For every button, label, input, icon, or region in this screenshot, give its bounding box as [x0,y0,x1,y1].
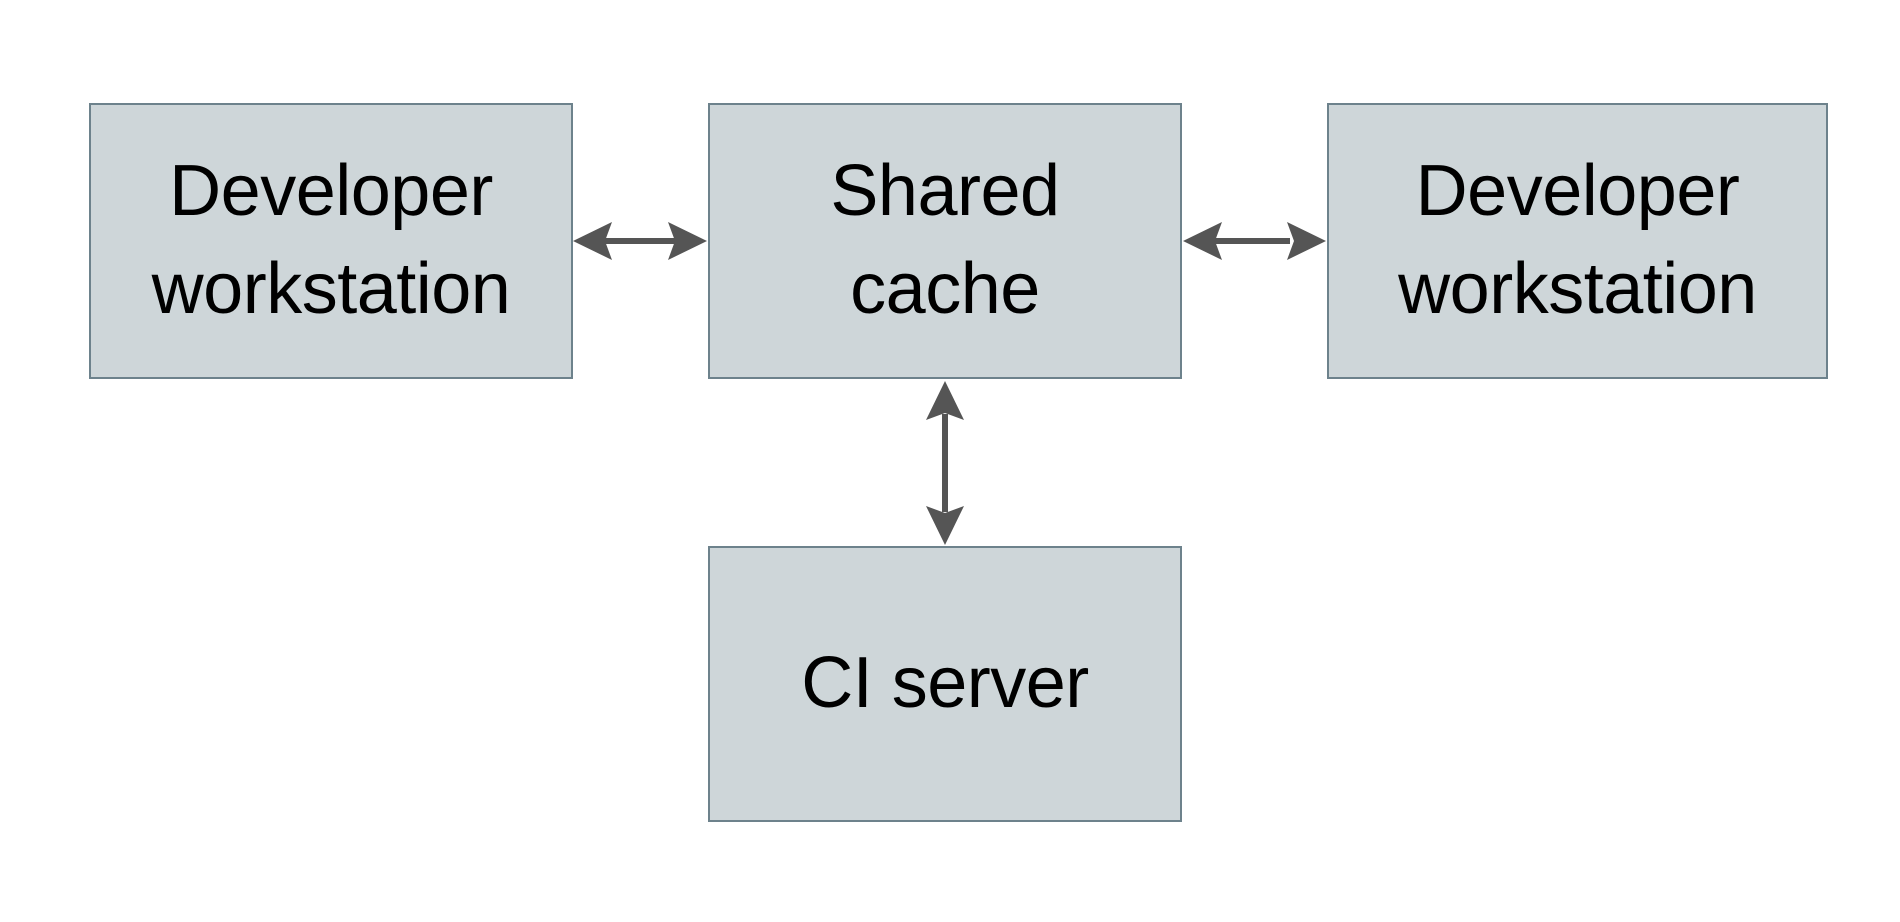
node-developer-workstation-right[interactable]: Developer workstation [1327,103,1828,379]
node-label-developer-workstation-right: Developer workstation [1398,151,1757,329]
node-label-shared-cache: Shared cache [830,151,1060,329]
node-label-developer-workstation-left: Developer workstation [151,151,511,329]
node-label-ci-server: CI server [801,643,1089,724]
node-developer-workstation-left[interactable]: Developer workstation [89,103,573,379]
edge-cache-dev-right [1183,222,1326,260]
node-ci-server[interactable]: CI server [708,546,1182,822]
edge-ci-cache [926,381,964,545]
node-shared-cache[interactable]: Shared cache [708,103,1182,379]
